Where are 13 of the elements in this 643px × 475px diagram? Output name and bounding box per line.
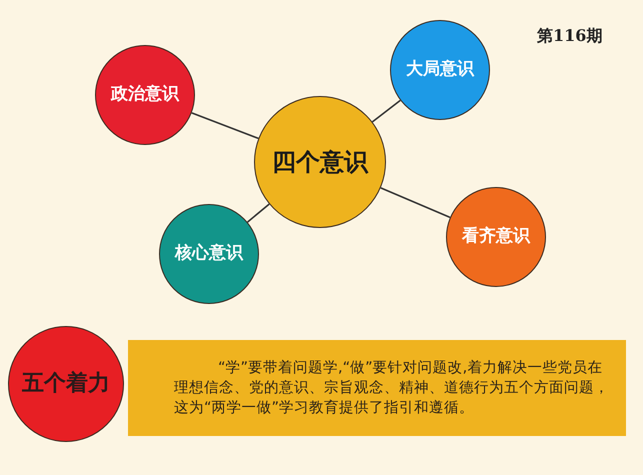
connector-line <box>191 112 259 140</box>
node-label: 五个着力 <box>22 370 110 398</box>
node-label: 四个意识 <box>272 147 368 177</box>
paragraph: “学”要带着问题学,“做”要针对问题改,着力解决一些党员在理想信念、党的意识、宗旨观念、精神、道德行为五个方面问题，这为“两学一做”学习教育提供了指引和遵循。 <box>174 358 610 418</box>
node-label: 大局意识 <box>406 59 474 81</box>
node-label: 政治意识 <box>111 84 179 106</box>
connector-line <box>380 187 450 218</box>
text-band <box>128 340 626 436</box>
issue-number: 第116期 <box>537 25 602 47</box>
node-label: 看齐意识 <box>462 226 530 248</box>
connector-line <box>372 100 401 122</box>
node-label: 核心意识 <box>175 243 243 265</box>
connector-line <box>246 204 270 223</box>
